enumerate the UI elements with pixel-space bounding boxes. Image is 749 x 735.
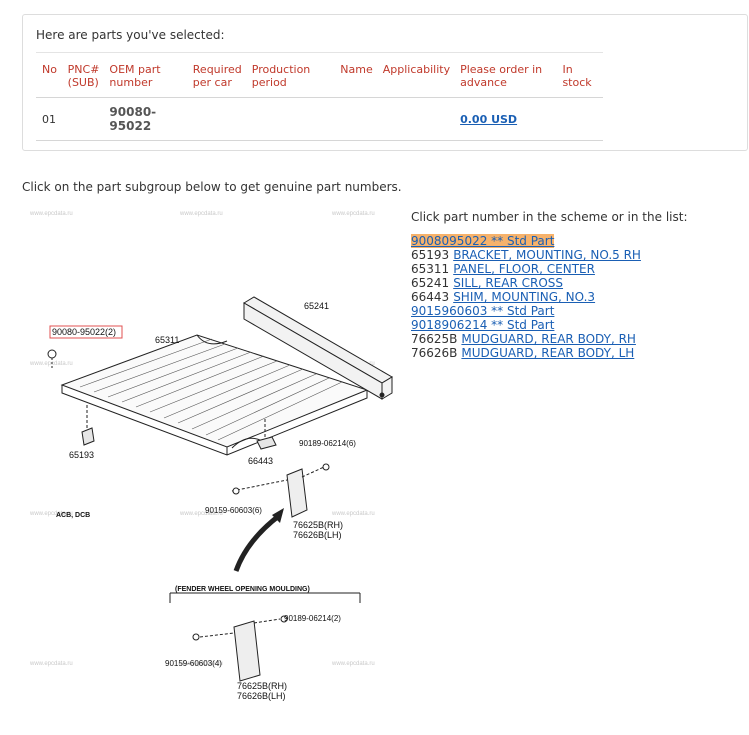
pnc-code: 76625B [411, 332, 458, 346]
col-required: Required per car [186, 52, 246, 98]
callout-76626-a[interactable]: 76626B(LH) [293, 530, 342, 540]
panel-title: Here are parts you've selected: [36, 28, 225, 42]
callout-76625-a[interactable]: 76625B(RH) [293, 520, 343, 530]
cell-stock [556, 97, 603, 141]
watermark: www.epcdata.ru [331, 661, 375, 667]
callout-90159-a[interactable]: 90159-60603(6) [205, 506, 262, 515]
callout-90189-a[interactable]: 90189-06214(6) [299, 439, 356, 448]
diagram-svg[interactable]: www.epcdata.ru www.epcdata.ru www.epcdat… [22, 205, 397, 725]
pnc-code: 65193 [411, 248, 450, 262]
part-link[interactable]: SILL, REAR CROSS [453, 276, 564, 290]
arrow-head-icon [272, 508, 284, 523]
watermark: www.epcdata.ru [331, 511, 375, 517]
list-item: 9008095022 ** Std Part [411, 234, 688, 248]
watermark: www.epcdata.ru [29, 661, 73, 667]
table-row: 01 90080-95022 0.00 USD [36, 97, 603, 141]
cell-required [186, 97, 246, 141]
callout-90189-b[interactable]: 90189-06214(2) [284, 614, 341, 623]
cell-name [334, 97, 377, 141]
shim-drawing [256, 419, 277, 450]
col-applicability: Applicability [376, 52, 455, 98]
watermark: www.epcdata.ru [179, 661, 223, 667]
parts-diagram[interactable]: www.epcdata.ru www.epcdata.ru www.epcdat… [22, 205, 397, 725]
callout-66443[interactable]: 66443 [248, 456, 273, 466]
mudguard-upper-drawing [231, 463, 330, 518]
list-item: 9018906214 ** Std Part [411, 318, 688, 332]
part-link[interactable]: BRACKET, MOUNTING, NO.5 RH [453, 248, 641, 262]
selected-parts-panel: Here are parts you've selected: No PNC# … [22, 14, 748, 151]
part-link[interactable]: 9018906214 ** Std Part [411, 318, 555, 332]
mudguard-lower-drawing [192, 615, 288, 682]
rear-cross-sill-drawing [243, 296, 393, 400]
instruction-text: Click on the part subgroup below to get … [22, 180, 402, 194]
bolt-drawing [47, 349, 57, 370]
bracket-drawing [81, 405, 95, 446]
part-link[interactable]: MUDGUARD, REAR BODY, LH [461, 346, 635, 360]
pnc-code: 66443 [411, 290, 450, 304]
price-link[interactable]: 0.00 USD [460, 112, 518, 126]
watermark: www.epcdata.ru [331, 211, 375, 217]
parts-list: Click part number in the scheme or in th… [411, 210, 688, 360]
fender-bracket [169, 592, 361, 603]
floor-panel-drawing [60, 334, 369, 456]
col-order: Please order in advance [454, 52, 557, 98]
part-link[interactable]: 9015960603 ** Std Part [411, 304, 555, 318]
watermark: www.epcdata.ru [29, 361, 73, 367]
callout-76625-b[interactable]: 76625B(RH) [237, 681, 287, 691]
callout-90159-b[interactable]: 90159-60603(4) [165, 659, 222, 668]
cell-pnc [61, 97, 104, 141]
col-no: No [36, 52, 62, 98]
cell-price: 0.00 USD [454, 97, 557, 141]
watermark: www.epcdata.ru [179, 511, 223, 517]
table-header-row: No PNC# (SUB) OEM part number Required p… [36, 52, 603, 98]
col-name: Name [334, 52, 377, 98]
watermark: www.epcdata.ru [29, 511, 73, 517]
part-link[interactable]: PANEL, FLOOR, CENTER [453, 262, 595, 276]
callout-fender: (FENDER WHEEL OPENING MOULDING) [175, 586, 310, 593]
pnc-code: 76626B [411, 346, 458, 360]
pnc-code: 65311 [411, 262, 450, 276]
col-oem: OEM part number [103, 52, 187, 98]
col-period: Production period [245, 52, 335, 98]
callout-65241[interactable]: 65241 [304, 301, 329, 311]
cell-period [245, 97, 335, 141]
arrow-icon [233, 513, 282, 572]
watermark: www.epcdata.ru [29, 211, 73, 217]
cell-oem: 90080-95022 [103, 97, 187, 141]
part-link[interactable]: 9008095022 ** Std Part [411, 234, 555, 248]
cell-no: 01 [36, 97, 62, 141]
part-link[interactable]: MUDGUARD, REAR BODY, RH [461, 332, 636, 346]
callout-65311[interactable]: 65311 [155, 335, 179, 345]
parts-list-heading: Click part number in the scheme or in th… [411, 210, 688, 224]
cell-applicability [376, 97, 455, 141]
callout-65193[interactable]: 65193 [69, 450, 94, 460]
callout-76626-b[interactable]: 76626B(LH) [237, 691, 286, 701]
list-item: 9015960603 ** Std Part [411, 304, 688, 318]
watermark: www.epcdata.ru [179, 211, 223, 217]
col-stock: In stock [556, 52, 603, 98]
callout-90080[interactable]: 90080-95022(2) [52, 327, 116, 337]
callout-highlight [49, 325, 123, 339]
col-pnc: PNC# (SUB) [61, 52, 104, 98]
callout-acb: ACB, DCB [56, 512, 90, 519]
pnc-code: 65241 [411, 276, 450, 290]
selected-parts-table: No PNC# (SUB) OEM part number Required p… [36, 52, 603, 141]
part-link[interactable]: SHIM, MOUNTING, NO.3 [453, 290, 596, 304]
